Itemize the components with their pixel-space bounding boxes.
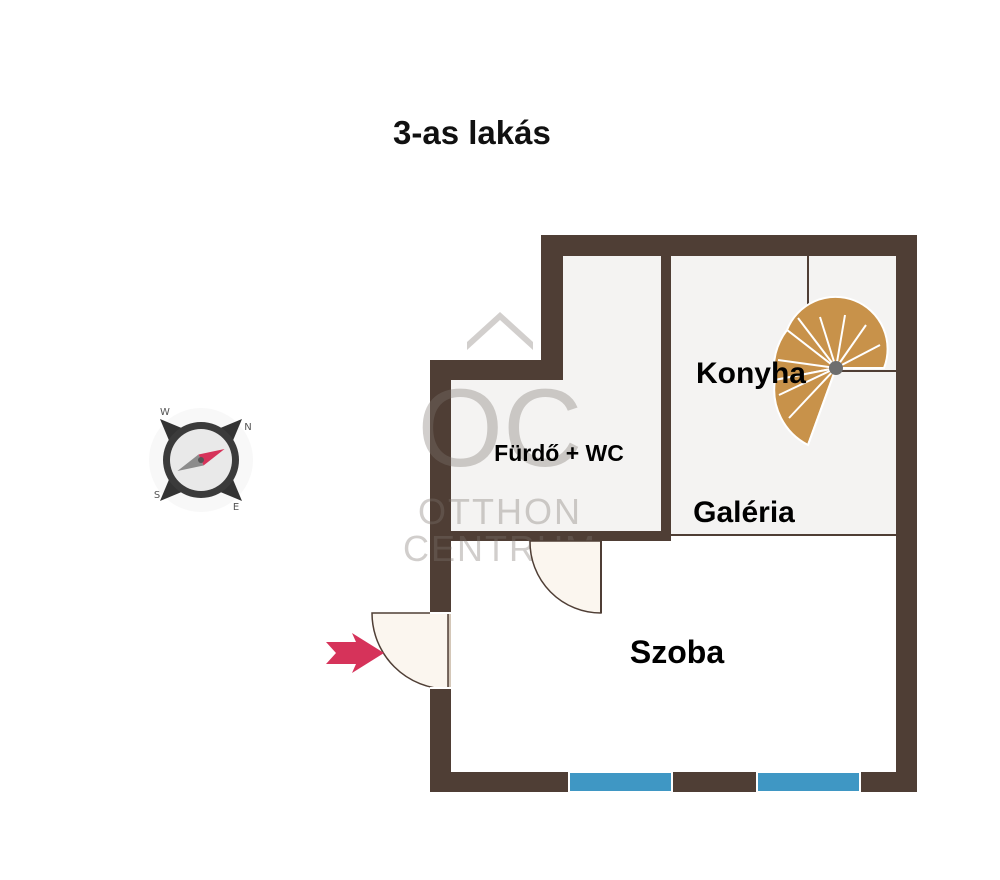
floor-bath-lower: [451, 380, 661, 531]
bath-door: [529, 540, 602, 614]
room-label-room: Szoba: [630, 634, 724, 670]
compass-icon: [149, 408, 253, 512]
room-label-bath: Fürdő + WC: [494, 440, 624, 466]
compass-s: S: [154, 490, 160, 501]
windows: [568, 771, 861, 793]
entrance-door: [371, 612, 451, 690]
compass-n: N: [244, 422, 251, 433]
floor-room: [451, 541, 897, 772]
room-label-gallery: Galéria: [693, 496, 795, 529]
entrance-arrow-icon: [326, 633, 384, 673]
window-1: [568, 771, 673, 793]
plan-title: 3-as lakás: [393, 114, 551, 151]
watermark-line1: OTTHON: [418, 491, 582, 532]
compass-w: W: [160, 407, 170, 418]
watermark-logo: OC: [418, 367, 583, 490]
room-label-kitchen: Konyha: [696, 357, 806, 390]
spiral-staircase-icon: [772, 295, 889, 447]
window-2: [756, 771, 861, 793]
compass-e: E: [233, 502, 239, 513]
